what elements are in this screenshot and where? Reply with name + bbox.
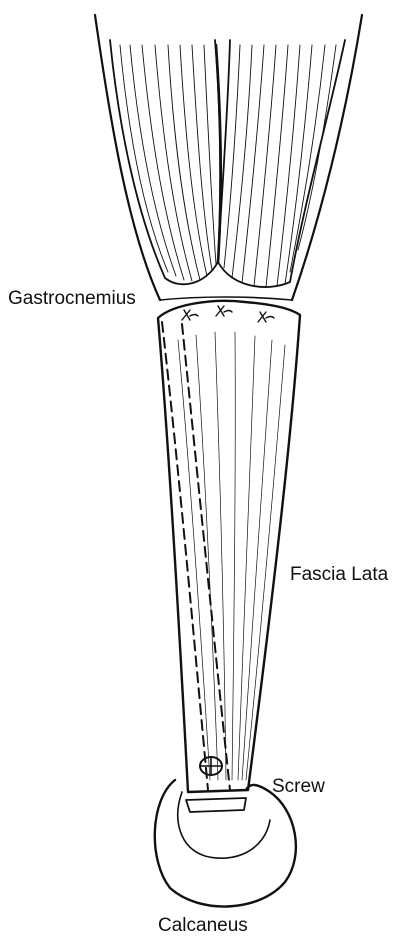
- gastrocnemius-label: Gastrocnemius: [8, 289, 136, 308]
- screw: [200, 757, 222, 775]
- fascia-lata-graft: [158, 301, 300, 792]
- gastrocnemius-muscle: [110, 40, 345, 287]
- calcaneus-bone: [155, 780, 296, 907]
- calcaneus-label: Calcaneus: [158, 916, 248, 935]
- calf-right-edge: [292, 15, 362, 300]
- fascia-lata-label: Fascia Lata: [290, 565, 388, 584]
- screw-label: Screw: [272, 777, 325, 796]
